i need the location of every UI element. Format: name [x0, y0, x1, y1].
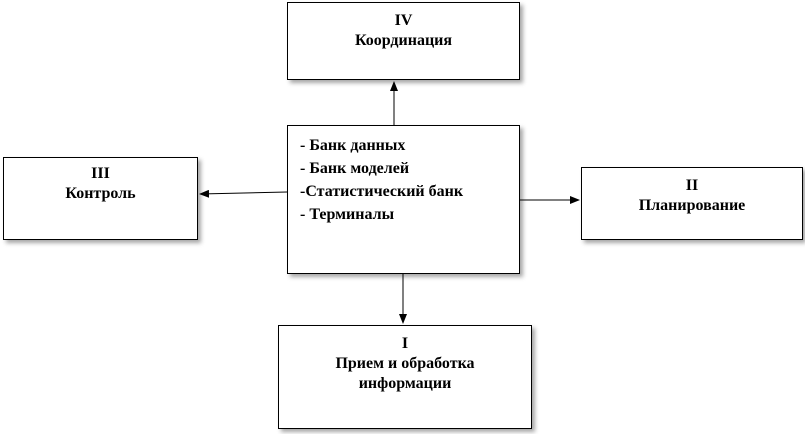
control-label: Контроль: [65, 185, 136, 202]
arrow-to-control: [199, 189, 288, 198]
planning-numeral: II: [685, 177, 699, 194]
center-item-model-bank: - Банк моделей: [300, 160, 410, 177]
processing-label-line2: информации: [358, 375, 452, 392]
coordination-numeral: IV: [394, 12, 413, 29]
planning-label: Планирование: [638, 197, 746, 214]
center-item-data-bank: - Банк данных: [300, 137, 406, 154]
control-numeral: III: [91, 165, 110, 182]
coordination-box: IV Координация: [287, 2, 520, 80]
control-box: III Контроль: [3, 157, 198, 240]
planning-box: II Планирование: [581, 167, 803, 240]
data-bank-box: - Банк данных - Банк моделей -Статистиче…: [287, 125, 520, 274]
center-item-statistical-bank: -Статистический банк: [300, 183, 464, 200]
processing-label-line1: Прием и обработка: [335, 355, 475, 372]
processing-numeral: I: [401, 335, 409, 352]
coordination-label: Координация: [354, 32, 453, 49]
center-item-terminals: - Терминалы: [300, 206, 395, 223]
processing-box: I Прием и обработка информации: [278, 325, 532, 429]
